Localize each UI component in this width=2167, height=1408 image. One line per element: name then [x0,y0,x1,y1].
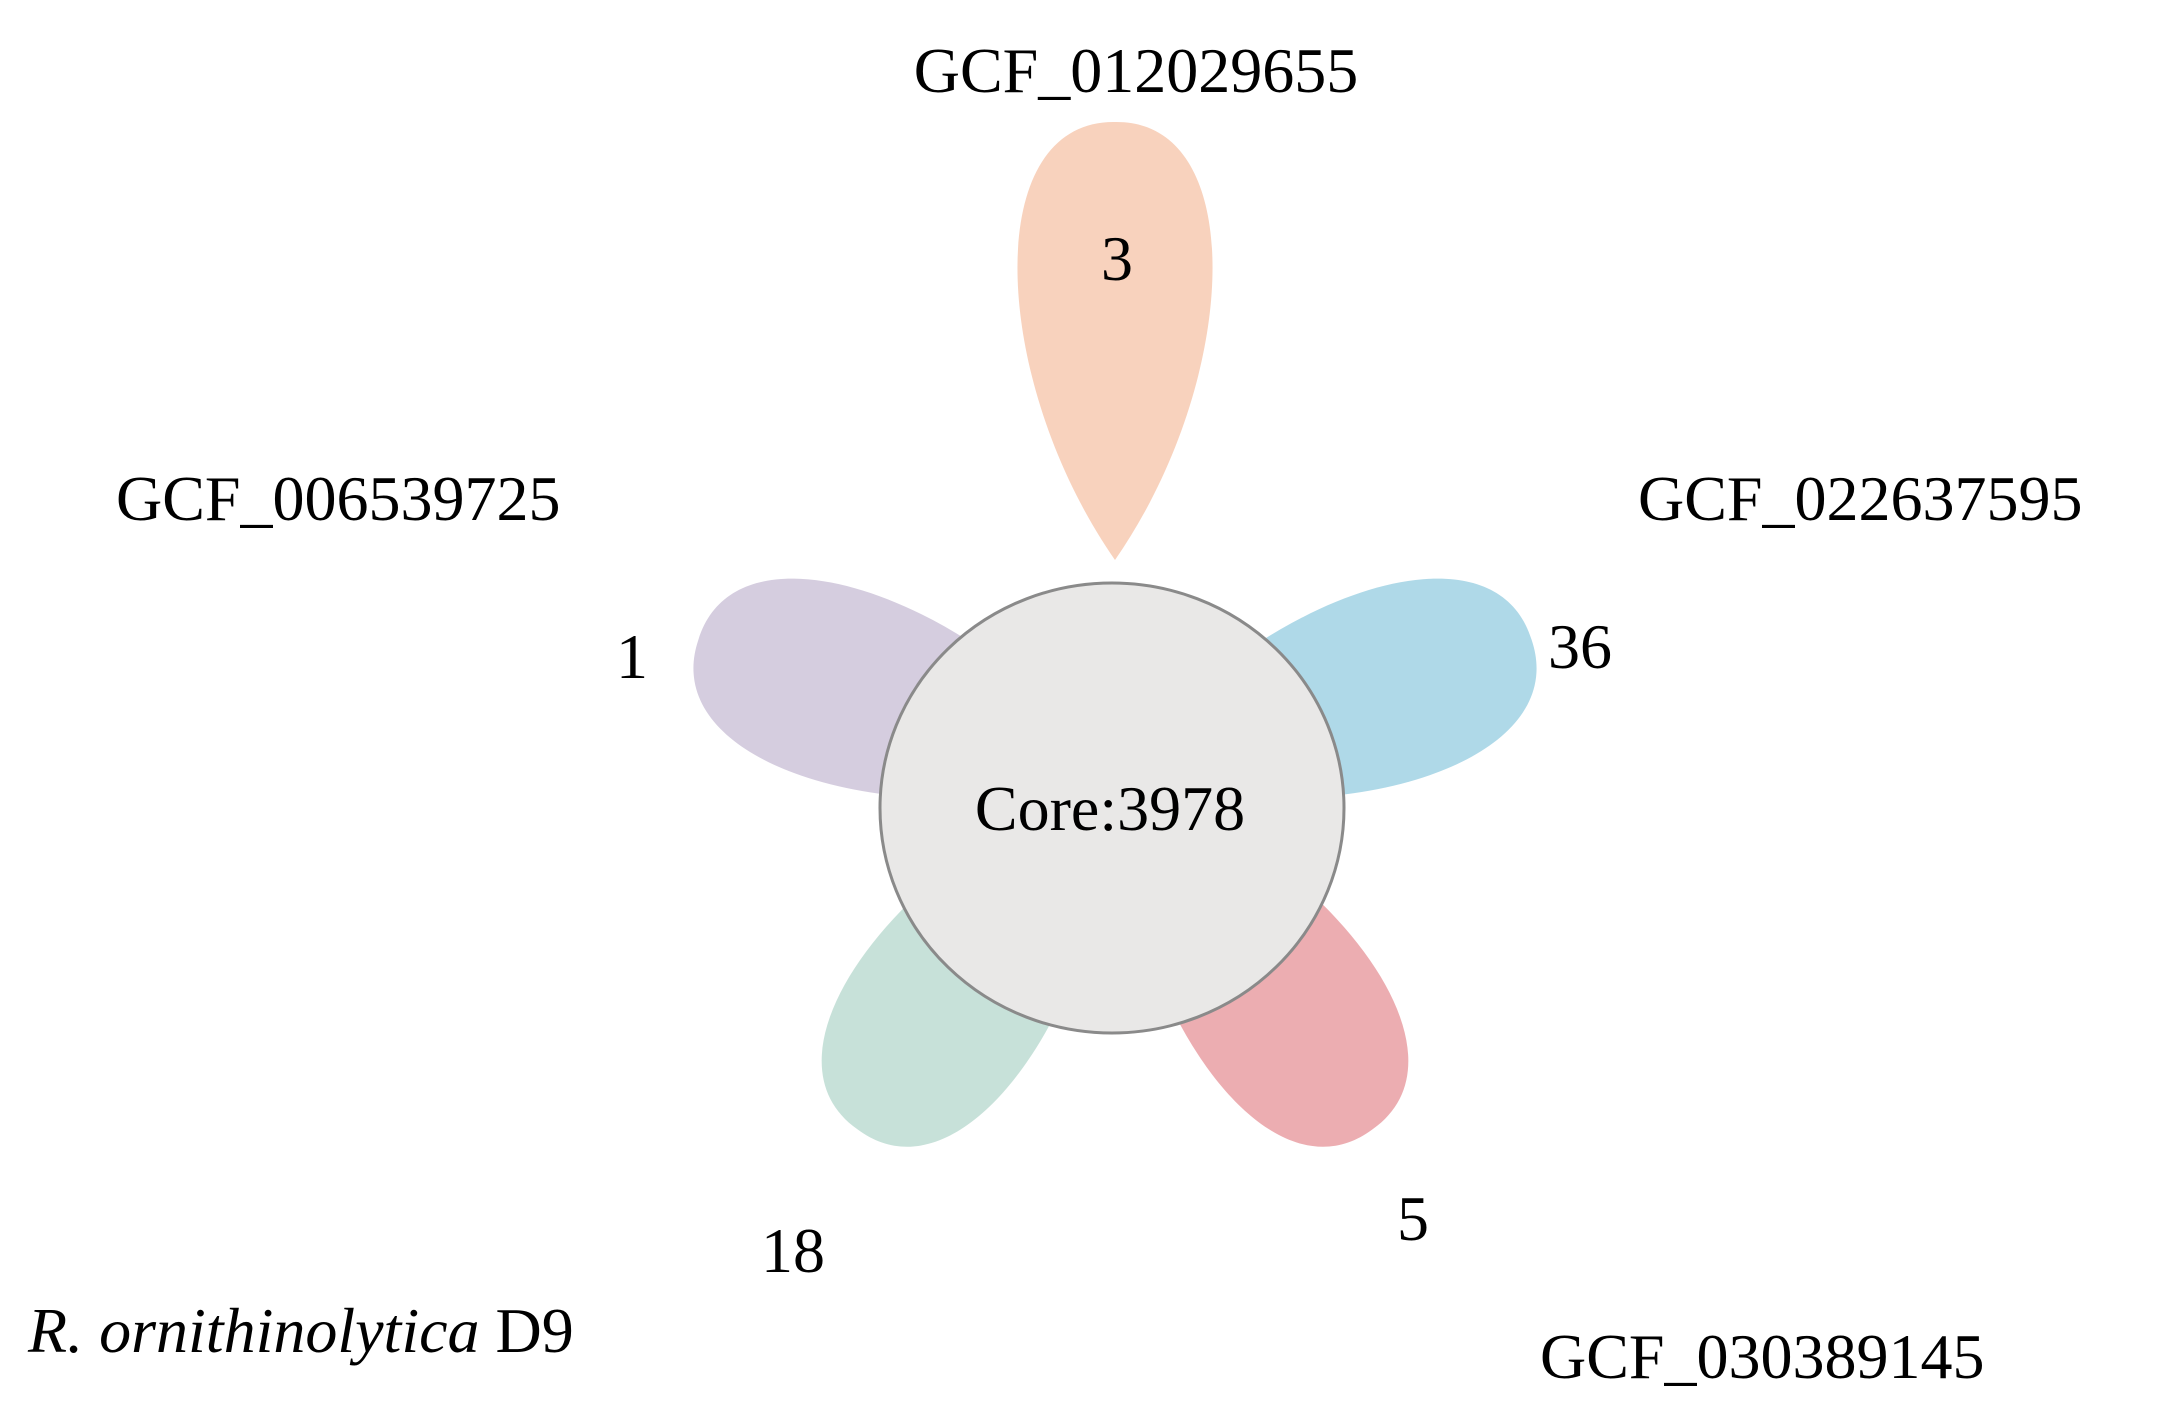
label-bottom-left: R. ornithinolytica D9 [27,1295,574,1366]
label-right: GCF_022637595 [1638,463,2083,534]
count-right: 36 [1548,611,1612,682]
label-bottom-left-italic: R. ornithinolytica [27,1295,480,1366]
core-label: Core:3978 [975,773,1245,844]
petal-top [1017,121,1213,560]
core-circle [878,581,1346,1035]
count-bottom-right: 5 [1397,1183,1429,1254]
label-left: GCF_006539725 [116,463,561,534]
count-bottom-left: 18 [761,1215,825,1286]
label-bottom-right: GCF_030389145 [1540,1321,1985,1392]
count-left: 1 [616,621,648,692]
label-bottom-left-suffix: D9 [480,1295,574,1366]
count-top: 3 [1101,223,1133,294]
label-top: GCF_012029655 [914,35,1359,106]
